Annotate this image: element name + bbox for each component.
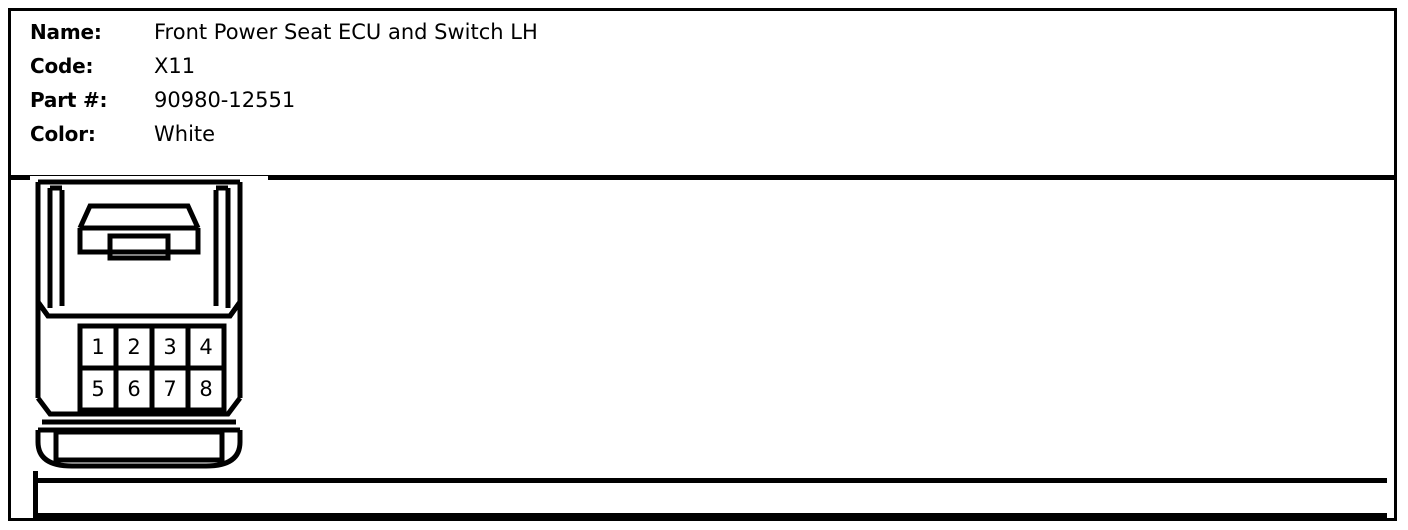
base-plate-inner-rect [53,429,225,463]
spec-row-name: Name: Front Power Seat ECU and Switch LH [30,20,1130,54]
housing-top-chamfer [35,300,243,319]
bottom-notes-strip [33,483,1387,518]
housing-bottom-chamfer [36,396,242,417]
spec-value-part-number: 90980-12551 [154,88,296,112]
spec-row-code: Code: X11 [30,54,1130,88]
spec-value-code: X11 [154,54,196,78]
connector-spec-list: Name: Front Power Seat ECU and Switch LH… [30,20,1130,156]
base-skirt-rounded [35,430,243,469]
spec-label-color: Color: [30,122,96,146]
connector-illustration: 1 2 3 4 5 6 7 8 [24,170,274,475]
spec-row-color: Color: White [30,122,1130,156]
spec-row-part-number: Part #: 90980-12551 [30,88,1130,122]
spec-value-color: White [154,122,216,146]
latch-arch-outer [77,203,201,230]
latch-tab [107,233,171,261]
connector-diagram-svg [30,176,268,471]
spec-label-part-number: Part #: [30,88,108,112]
spec-value-name: Front Power Seat ECU and Switch LH [154,20,538,44]
spec-label-code: Code: [30,54,94,78]
spec-label-name: Name: [30,20,102,44]
header-divider-rule [10,175,1395,180]
